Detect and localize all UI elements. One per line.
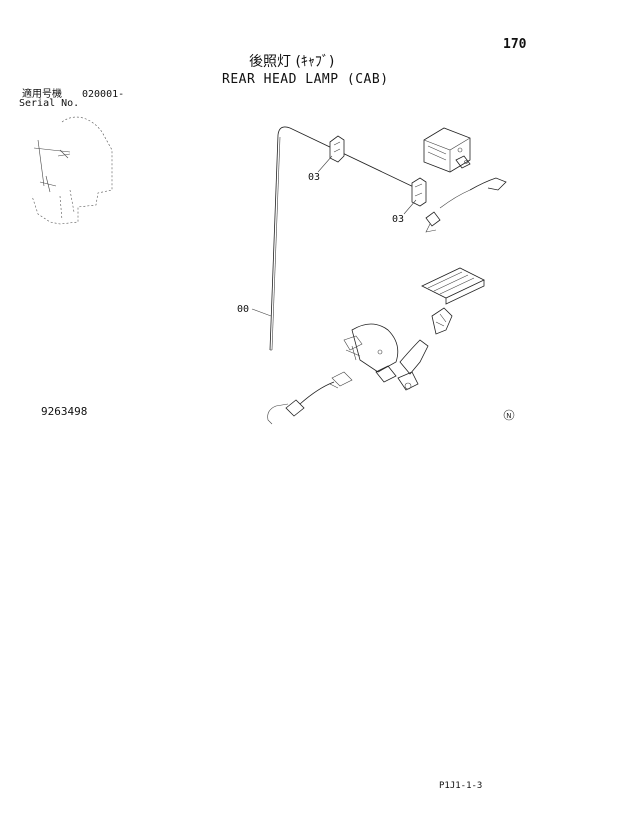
rear-lamp-lower [329, 267, 485, 391]
leader-03-upper [317, 155, 333, 173]
serial-label-english: Serial No. [19, 98, 80, 109]
rear-lamp-upper [423, 127, 507, 233]
leader-03-lower [403, 199, 417, 215]
callout-03-lower: 03 [392, 214, 404, 225]
callout-03-upper: 03 [308, 172, 320, 183]
connector-cable [267, 381, 335, 425]
callout-00: 00 [237, 304, 249, 315]
clamp-upper [329, 135, 345, 163]
circled-mark-symbol: N [506, 412, 511, 420]
leader-00 [251, 308, 272, 317]
serial-number: 020001- [82, 89, 125, 100]
document-number: 9263498 [41, 405, 88, 418]
serial-label-japanese: 適用号機 [22, 89, 62, 100]
footer-code: P1J1-1-3 [439, 781, 483, 791]
clamp-lower [411, 177, 427, 207]
title-japanese: 後照灯 (ｷｬﾌﾞ) [249, 54, 335, 70]
harness-rod [269, 126, 421, 351]
page-number: 170 [503, 37, 527, 52]
cab-locator-thumbnail [31, 116, 113, 225]
circled-mark: N [503, 409, 515, 421]
title-english: REAR HEAD LAMP (CAB) [222, 72, 389, 87]
